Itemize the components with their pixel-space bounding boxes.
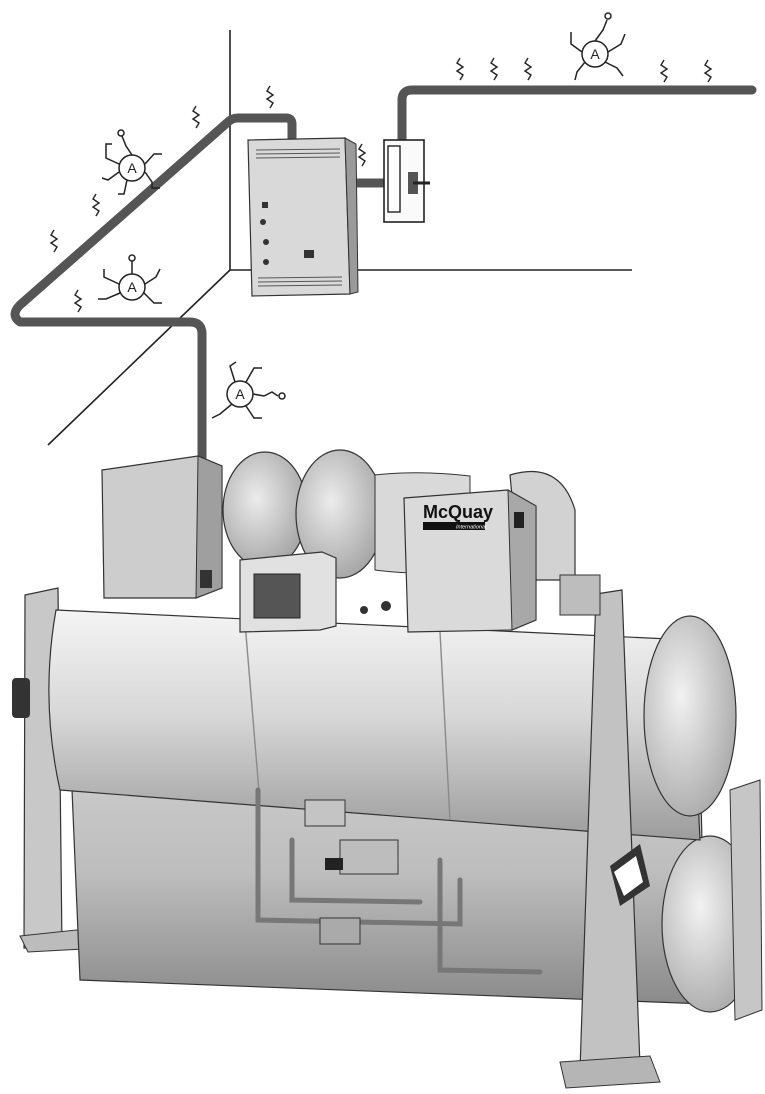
ammeter-icon: A [570,12,626,81]
ammeter-icon: A [98,254,162,304]
ammeter-label: A [590,46,600,62]
ammeter-label: A [235,386,245,402]
brand-name: McQuay [423,502,493,522]
ammeter-label: A [127,160,137,176]
starter-panel [247,137,359,297]
operator-interface-panel [239,551,337,633]
heat-marks [49,57,713,313]
disconnect-switch [383,139,430,223]
brand-logo: McQuay International [423,502,493,531]
unit-starter-box: McQuay International [360,489,537,633]
ammeter-label: A [127,279,137,295]
chiller: McQuay International [12,449,763,1089]
ammeter-icon: A [211,361,286,419]
ammeter-icon: A [101,129,162,195]
brand-subtitle: International [456,525,487,531]
chiller-control-box [101,455,223,599]
